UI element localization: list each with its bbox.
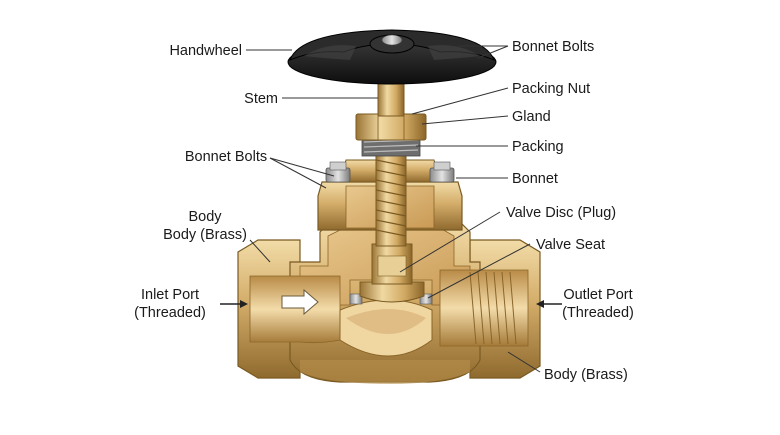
bonnet-bolt-left (325, 161, 351, 183)
leader-lines (246, 45, 541, 373)
label-stem: Stem (244, 91, 278, 107)
label-packing-nut: Packing Nut (512, 81, 591, 97)
packing (361, 137, 421, 157)
arrow-right-icon (220, 300, 248, 308)
handwheel (287, 29, 497, 85)
label-gland: Gland (512, 109, 551, 125)
label-packing: Packing (512, 139, 564, 155)
gland (355, 113, 427, 141)
stem-threads (375, 149, 407, 247)
label-bonnet: Bonnet (512, 171, 558, 187)
outlet-threads (469, 271, 517, 345)
label-body-brass-bottom: Body (Brass) (544, 367, 628, 383)
arrow-left-icon (536, 300, 562, 308)
label-body-left: Body Body (Brass) (163, 209, 247, 243)
flow-arrow-icon (281, 288, 319, 316)
valve-seat (349, 293, 433, 305)
label-bonnet-bolts-top: Bonnet Bolts (512, 39, 595, 55)
label-handwheel: Handwheel (169, 43, 242, 59)
label-outlet-port: Outlet Port (Threaded) (562, 287, 634, 321)
label-bonnet-bolts-left: Bonnet Bolts (184, 149, 268, 165)
valve-disc (359, 243, 425, 303)
bonnet-bolt-right (429, 161, 455, 183)
label-valve-seat: Valve Seat (536, 237, 606, 253)
label-inlet-port: Inlet Port (Threaded) (134, 287, 206, 321)
label-valve-disc: Valve Disc (Plug) (506, 205, 617, 221)
